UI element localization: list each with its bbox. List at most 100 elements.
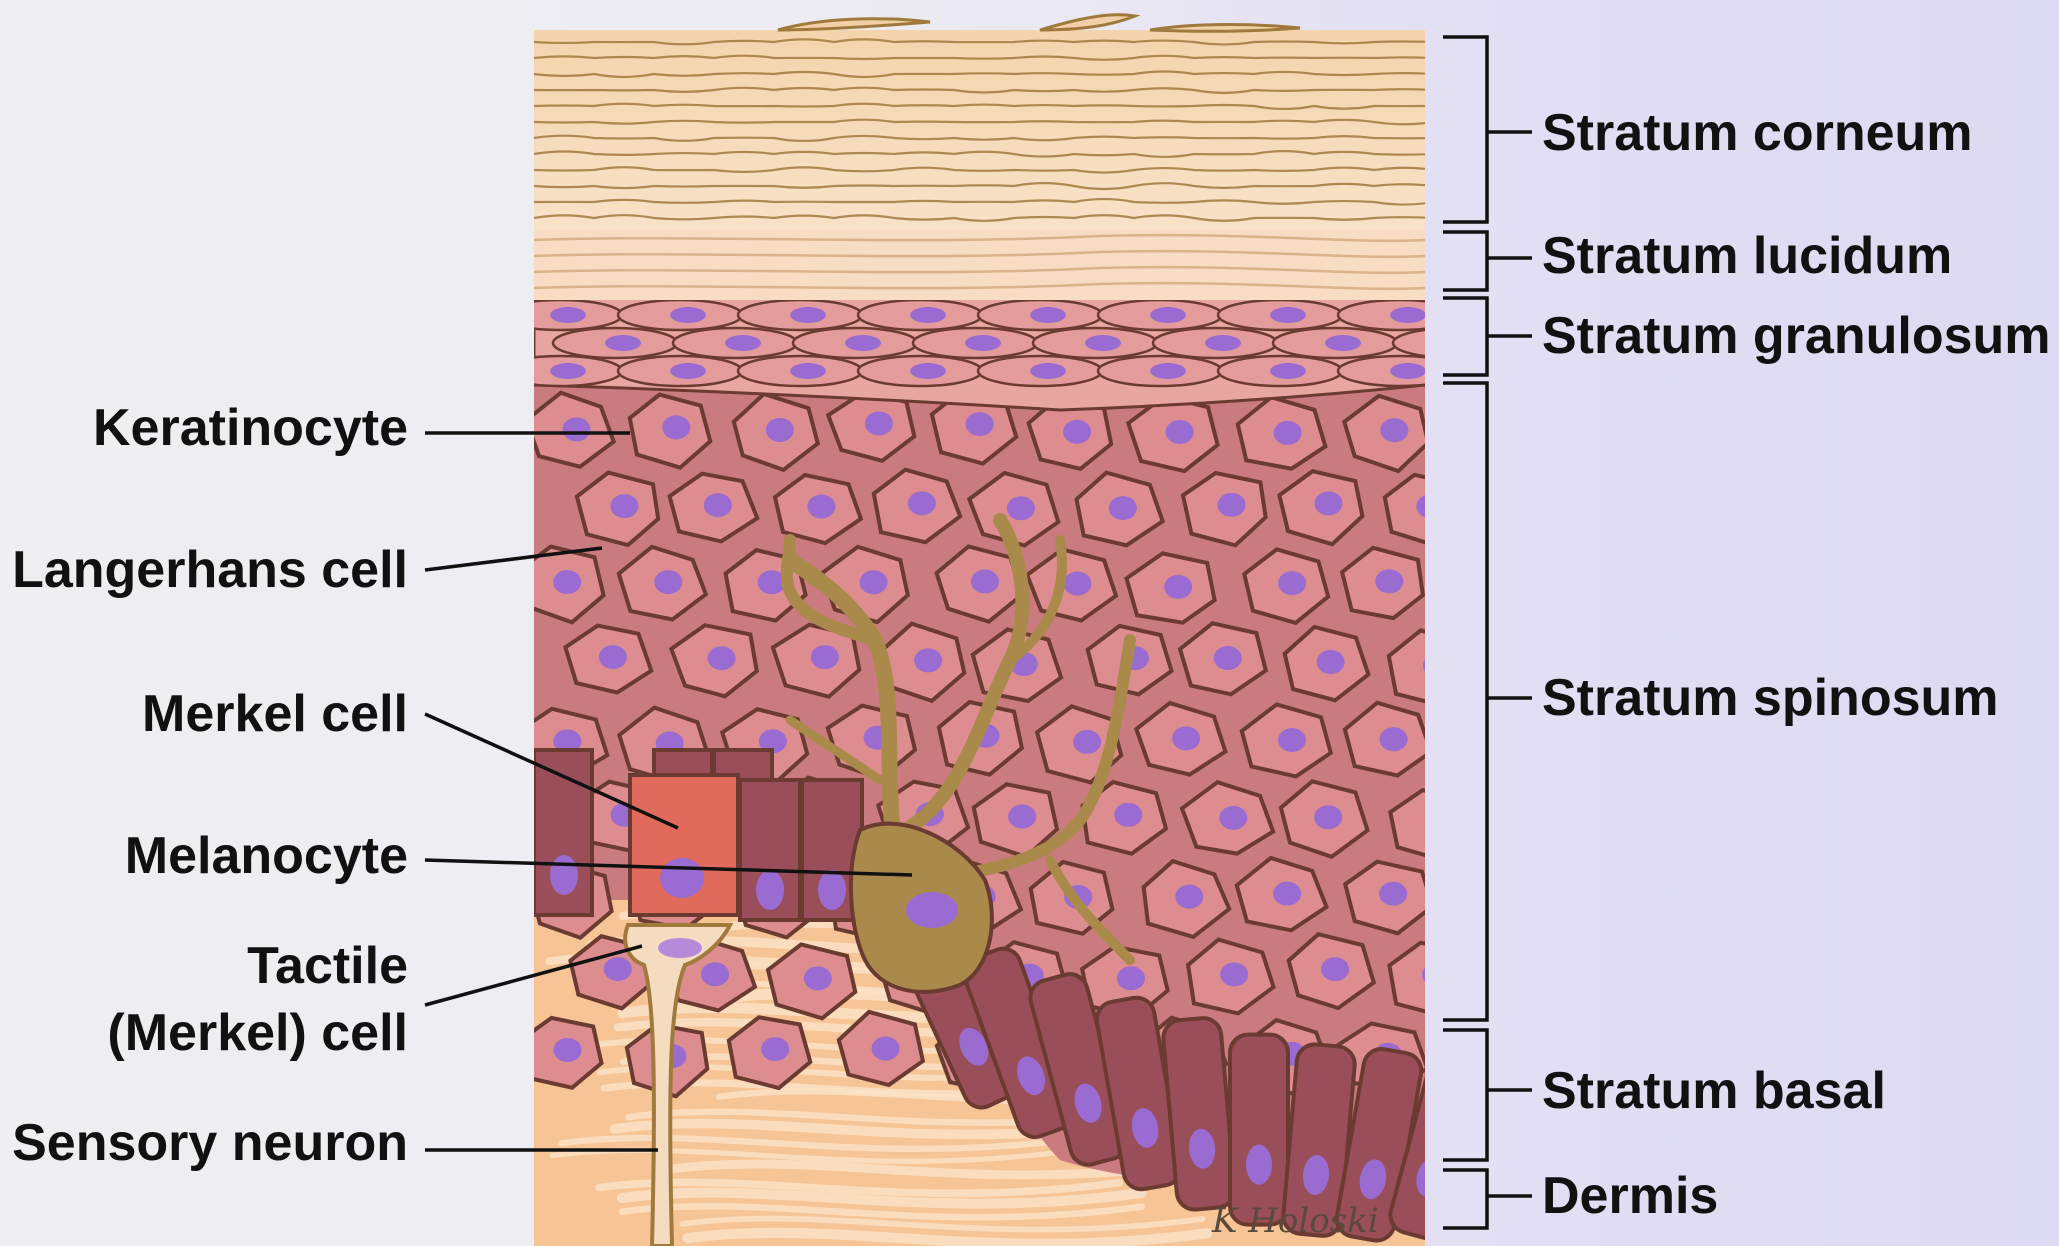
cell-nucleus [914, 648, 942, 672]
granulosum-nucleus [1085, 335, 1121, 351]
bracket-dermis [1443, 1170, 1532, 1228]
cell-nucleus [1219, 806, 1247, 830]
granulosum-cell [1393, 328, 1517, 358]
basal-nucleus [550, 855, 578, 895]
granulosum-nucleus [790, 363, 826, 379]
granulosum-cells [498, 300, 1517, 386]
melanocyte-nucleus [906, 892, 958, 928]
skin-illustration: K Holoski [498, 30, 1517, 1246]
cell-nucleus [1063, 572, 1091, 596]
cell-nucleus [554, 1038, 582, 1062]
layer-brackets [1443, 37, 1532, 1228]
bracket-lucidum [1443, 232, 1532, 290]
cell-nucleus [1218, 493, 1246, 517]
granulosum-nucleus [965, 335, 1001, 351]
cell-nucleus [1109, 496, 1137, 520]
bracket-basal [1443, 1030, 1532, 1160]
cell-nucleus [1166, 420, 1194, 444]
basal-nucleus [756, 870, 784, 910]
cell-nucleus [1114, 803, 1142, 827]
granulosum-nucleus [1205, 335, 1241, 351]
granulosum-nucleus [910, 363, 946, 379]
granulosum-nucleus [1325, 335, 1361, 351]
granulosum-nucleus [1390, 307, 1426, 323]
cell-nucleus [966, 412, 994, 436]
granulosum-nucleus [670, 307, 706, 323]
artist-signature: K Holoski [1211, 1201, 1379, 1241]
label-dermis: Dermis [1542, 1167, 1718, 1225]
label-tactile-line2: (Merkel) cell [107, 1004, 408, 1062]
granulosum-nucleus [910, 307, 946, 323]
cell-nucleus [1164, 575, 1192, 599]
cell-nucleus [1314, 805, 1342, 829]
cell-nucleus [1379, 882, 1407, 906]
cell-nucleus [1214, 646, 1242, 670]
corneum-layer [534, 30, 1425, 230]
cell-nucleus [1172, 726, 1200, 750]
granulosum-nucleus [725, 335, 761, 351]
bracket-spinosum [1443, 383, 1532, 1020]
cell-nucleus [704, 493, 732, 517]
bracket-granulosum [1443, 298, 1532, 375]
keratinocyte-cell [1389, 943, 1475, 1016]
cell-nucleus [1380, 727, 1408, 751]
cell-nucleus [1063, 420, 1091, 444]
basal-cell [1230, 1035, 1288, 1225]
cell-nucleus [860, 570, 888, 594]
cell-nucleus [1317, 650, 1345, 674]
cell-nucleus [811, 645, 839, 669]
granulosum-nucleus [790, 307, 826, 323]
cell-nucleus [1117, 966, 1145, 990]
granulosum-nucleus [1270, 307, 1306, 323]
cell-nucleus [562, 417, 590, 441]
cell-nucleus [1380, 418, 1408, 442]
cell-nucleus [1416, 494, 1444, 518]
cell-nucleus [807, 495, 835, 519]
cell-nucleus [908, 491, 936, 515]
cell-nucleus [1314, 491, 1342, 515]
granulosum-nucleus [845, 335, 881, 351]
cell-nucleus [1278, 728, 1306, 752]
basal-nucleus [818, 870, 846, 910]
cell-nucleus [610, 494, 638, 518]
granulosum-nucleus [1150, 363, 1186, 379]
cell-nucleus [1274, 421, 1302, 445]
cell-nucleus [1278, 571, 1306, 595]
cell-nucleus [766, 418, 794, 442]
granulosum-nucleus [670, 363, 706, 379]
cell-nucleus [654, 570, 682, 594]
cell-nucleus [1321, 957, 1349, 981]
label-keratinocyte: Keratinocyte [93, 399, 408, 457]
granulosum-nucleus [1390, 363, 1426, 379]
cell-nucleus [804, 966, 832, 990]
label-langerhans-cell: Langerhans cell [12, 541, 408, 599]
merkel-nucleus [660, 858, 704, 898]
bracket-corneum [1443, 37, 1532, 222]
granulosum-nucleus [1030, 307, 1066, 323]
cell-nucleus [971, 570, 999, 594]
cell-nucleus [761, 1037, 789, 1061]
basal-nucleus [1246, 1145, 1272, 1185]
cell-nucleus [1073, 730, 1101, 754]
granulosum-nucleus [550, 307, 586, 323]
cell-nucleus [1425, 810, 1453, 834]
cell-nucleus [708, 646, 736, 670]
granulosum-nucleus [605, 335, 641, 351]
granulosum-nucleus [1270, 363, 1306, 379]
granulosum-nucleus [1150, 307, 1186, 323]
label-stratum-lucidum: Stratum lucidum [1542, 227, 1952, 285]
cell-nucleus [872, 1037, 900, 1061]
cell-nucleus [553, 570, 581, 594]
label-melanocyte: Melanocyte [125, 827, 408, 885]
cell-nucleus [1220, 962, 1248, 986]
label-stratum-spinosum: Stratum spinosum [1542, 669, 1999, 727]
cell-nucleus [599, 645, 627, 669]
label-stratum-basal: Stratum basal [1542, 1062, 1886, 1120]
cell-nucleus [865, 412, 893, 436]
corneum-flakes [778, 15, 1300, 32]
cell-nucleus [662, 415, 690, 439]
cell-nucleus [604, 957, 632, 981]
granulosum-nucleus [550, 363, 586, 379]
cell-nucleus [1423, 654, 1451, 678]
